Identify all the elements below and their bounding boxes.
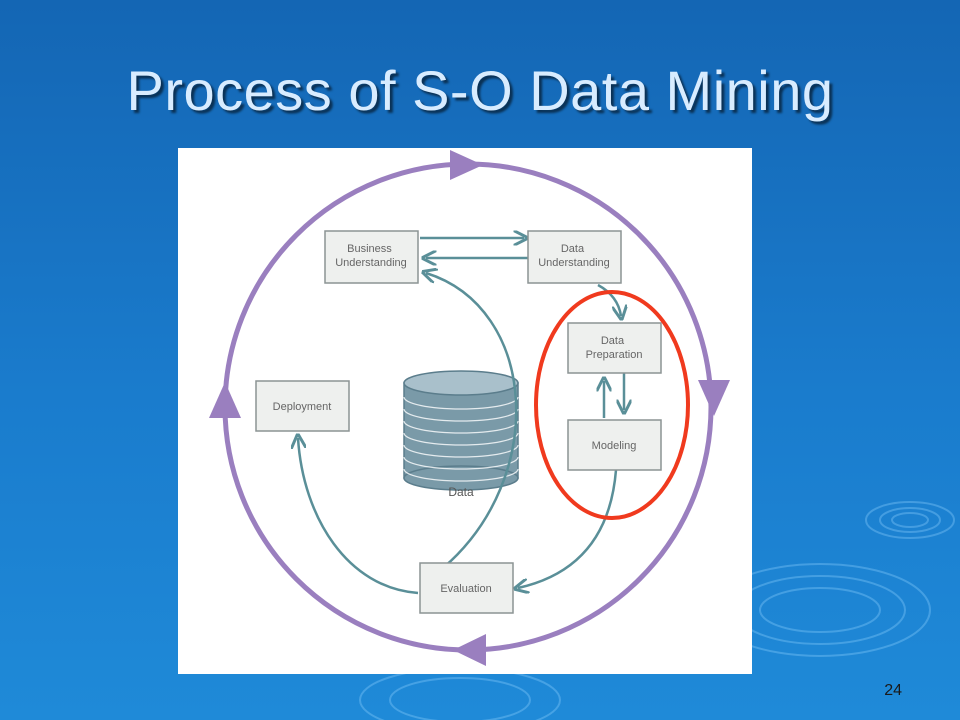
arrow-modeling-to-evaluation (518, 469, 618, 588)
process-diagram: Data Business Understanding Data Underst (209, 150, 730, 666)
database-icon (403, 370, 519, 491)
diagram-panel: Data Business Understanding Data Underst (178, 148, 752, 674)
stage-data-understanding: Data Understanding (527, 230, 622, 284)
slide-number: 24 (884, 682, 902, 699)
du-line1: Data (561, 243, 585, 255)
evaluation-label: Evaluation (440, 583, 491, 595)
arrow-du-to-dp (597, 283, 621, 316)
flow-arrows (298, 238, 624, 593)
stage-evaluation: Evaluation (419, 562, 514, 614)
du-line2: Understanding (538, 257, 610, 269)
deployment-label: Deployment (273, 401, 332, 413)
cycle-arrow-right (698, 380, 730, 416)
svg-text:Business Understanding: Business Understanding (335, 243, 407, 269)
data-label: Data (448, 485, 474, 499)
dp-line1: Data (601, 335, 625, 347)
svg-text:Data Preparation: Data Preparation (586, 335, 643, 361)
cycle-arrow-top (450, 150, 483, 180)
stage-business-understanding: Business Understanding (324, 230, 419, 284)
arrow-evaluation-to-bu (426, 273, 518, 569)
stage-modeling: Modeling (567, 419, 662, 471)
stage-deployment: Deployment (255, 380, 350, 432)
bu-line2: Understanding (335, 257, 407, 269)
bu-line1: Business (347, 243, 392, 255)
page-title: Process of S-O Data Mining (126, 59, 834, 122)
stage-data-preparation: Data Preparation (567, 322, 662, 374)
cycle-arrow-left (209, 382, 241, 418)
dp-line2: Preparation (586, 349, 643, 361)
arrow-evaluation-to-deployment (298, 438, 419, 595)
highlight-ellipse (534, 290, 690, 520)
cycle-arrow-bottom (453, 634, 486, 666)
svg-text:Data Understanding: Data Understanding (538, 243, 610, 269)
modeling-label: Modeling (592, 440, 637, 452)
